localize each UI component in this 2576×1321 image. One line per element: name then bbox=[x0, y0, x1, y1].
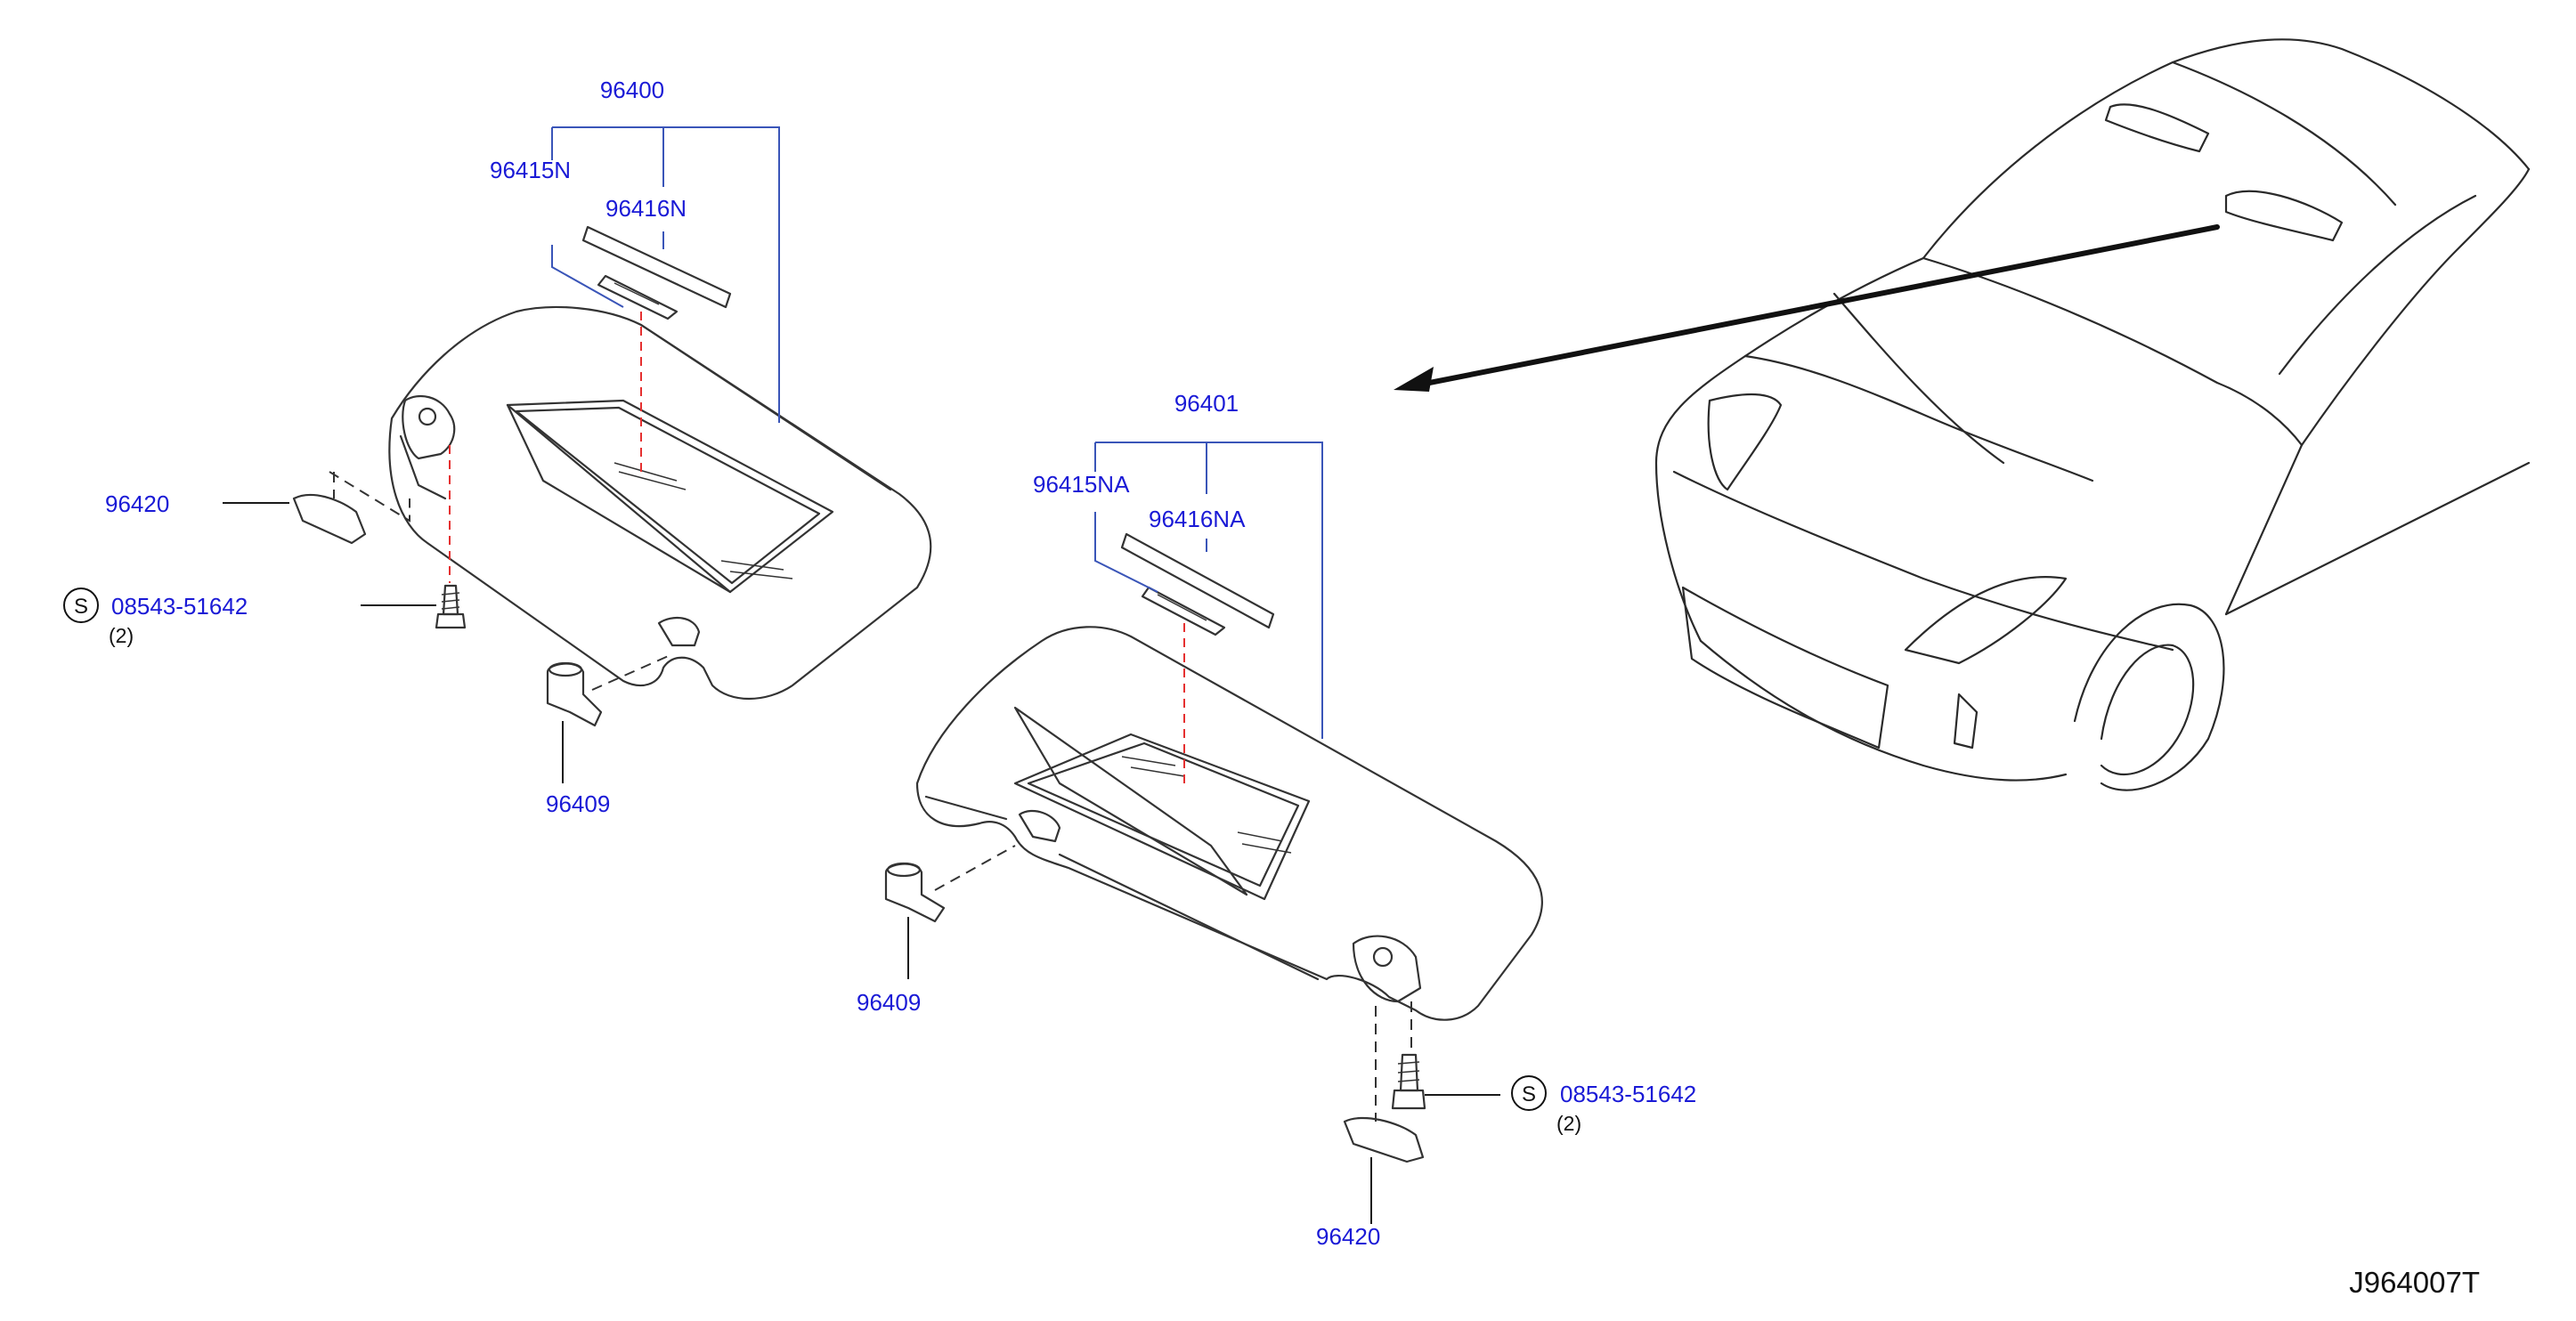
callout-screw-left: 08543-51642 bbox=[111, 593, 248, 620]
callout-96415na: 96415NA bbox=[1033, 471, 1130, 498]
left-screw-part bbox=[435, 584, 467, 629]
diagram-code: J964007T bbox=[2349, 1266, 2480, 1299]
callout-96416na: 96416NA bbox=[1149, 506, 1246, 532]
car-illustration bbox=[1654, 38, 2531, 791]
left-screw-symbol-letter: S bbox=[74, 595, 88, 619]
callout-96415n: 96415N bbox=[490, 157, 571, 183]
callout-96416n: 96416N bbox=[605, 195, 687, 222]
callout-screw-right: 08543-51642 bbox=[1560, 1081, 1696, 1107]
right-screw-part bbox=[1375, 1001, 1426, 1122]
left-bracket-part bbox=[292, 471, 410, 545]
left-clip-part bbox=[546, 653, 673, 727]
left-screw-symbol bbox=[63, 588, 99, 623]
right-screw-symbol bbox=[1511, 1075, 1547, 1111]
screw-qty-right: (2) bbox=[1556, 1112, 1581, 1135]
left-leaders bbox=[223, 126, 780, 783]
right-holder-cover bbox=[1120, 532, 1275, 636]
location-arrow bbox=[1394, 224, 2220, 392]
left-sun-visor bbox=[388, 305, 932, 700]
left-holder-cover bbox=[581, 225, 732, 320]
callout-96400: 96400 bbox=[600, 77, 664, 103]
callout-96401: 96401 bbox=[1174, 390, 1239, 417]
right-bracket-part bbox=[1343, 1116, 1425, 1163]
right-sun-visor bbox=[915, 626, 1543, 1021]
callout-96409-left: 96409 bbox=[546, 790, 610, 817]
callout-96420-right: 96420 bbox=[1316, 1223, 1380, 1250]
right-clip-part bbox=[884, 845, 1016, 923]
callout-96420-left: 96420 bbox=[105, 490, 169, 517]
callout-96409-right: 96409 bbox=[857, 989, 921, 1016]
right-leaders bbox=[907, 442, 1500, 1224]
right-screw-symbol-letter: S bbox=[1522, 1082, 1536, 1106]
screw-qty-left: (2) bbox=[109, 624, 134, 647]
